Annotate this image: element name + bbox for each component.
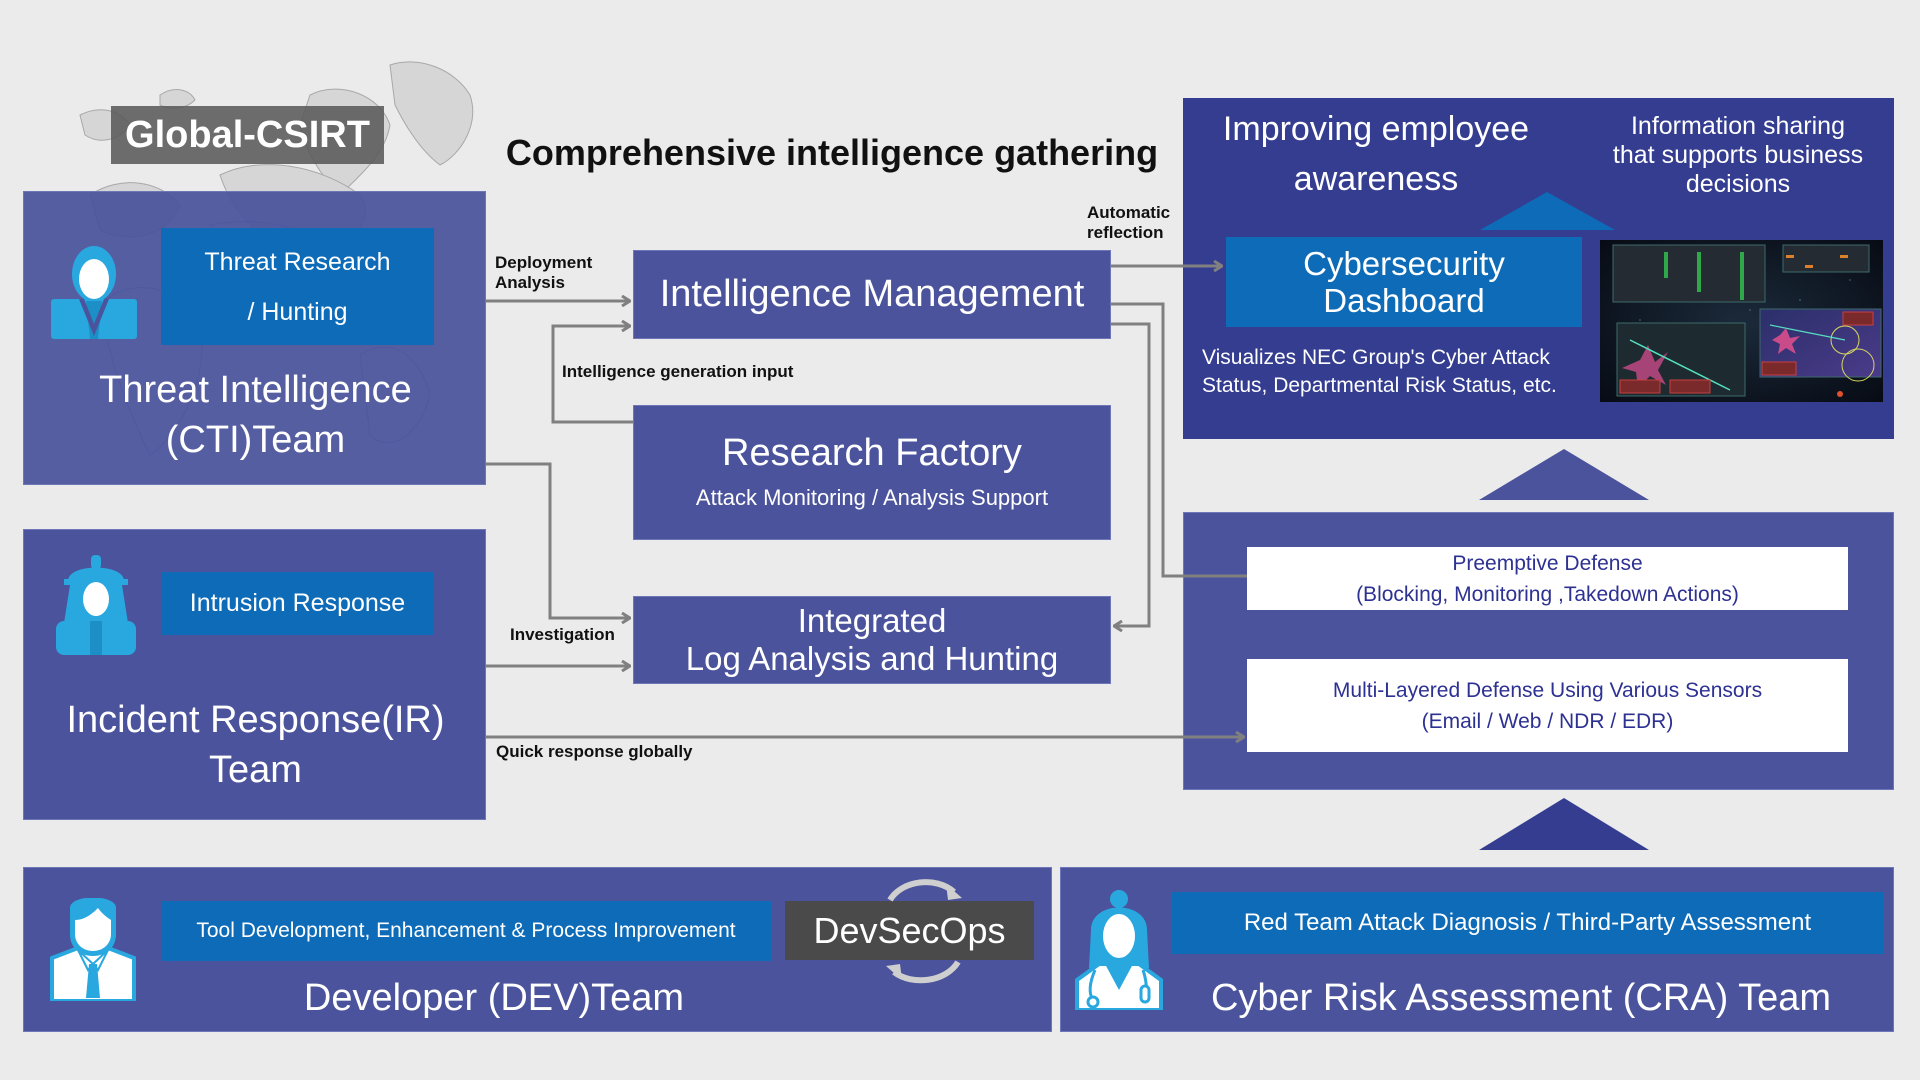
intelligence-management-text: Intelligence Management bbox=[659, 273, 1085, 315]
preemptive-line1: Preemptive Defense bbox=[1452, 551, 1643, 575]
cra-team-name: Cyber Risk Assessment (CRA) Team bbox=[1210, 977, 1832, 1019]
dashboard-desc-line1: Visualizes NEC Group's Cyber Attack bbox=[1202, 346, 1550, 369]
log-analysis-line2: Log Analysis and Hunting bbox=[685, 640, 1059, 677]
cti-team-name: Threat Intelligence (CTI)Team bbox=[24, 360, 487, 470]
ir-team-box: Intrusion Response Incident Response(IR)… bbox=[23, 529, 486, 820]
preemptive-line2: (Blocking, Monitoring ,Takedown Actions) bbox=[1356, 582, 1739, 606]
research-factory-subtitle: Attack Monitoring / Analysis Support bbox=[695, 484, 1049, 510]
intrusion-response-box: Intrusion Response bbox=[161, 572, 434, 635]
log-analysis-line1: Integrated bbox=[797, 602, 947, 639]
deployment-label-line1: Deployment bbox=[495, 253, 593, 272]
cti-team-box: Threat Research / Hunting Threat Intelli… bbox=[23, 191, 486, 485]
multilayer-defense-box: Multi-Layered Defense Using Various Sens… bbox=[1247, 659, 1848, 752]
analyst-person-icon bbox=[51, 246, 137, 339]
multilayer-line2: (Email / Web / NDR / EDR) bbox=[1421, 709, 1674, 733]
global-csirt-text: Global-CSIRT bbox=[125, 113, 370, 156]
dev-team-name: Developer (DEV)Team bbox=[303, 977, 685, 1019]
auto-label-line1: Automatic bbox=[1087, 203, 1171, 222]
tool-development-text: Tool Development, Enhancement & Process … bbox=[196, 919, 736, 942]
up-arrow-triangle-bottom-icon bbox=[1479, 798, 1649, 850]
dashboard-line1: Cybersecurity bbox=[1303, 245, 1505, 282]
preemptive-defense-box: Preemptive Defense (Blocking, Monitoring… bbox=[1247, 547, 1848, 610]
tool-development-box: Tool Development, Enhancement & Process … bbox=[161, 901, 771, 961]
devsecops-box: DevSecOps bbox=[785, 901, 1034, 960]
threat-research-text: Threat Research bbox=[204, 247, 391, 276]
deployment-analysis-label: Deployment Analysis bbox=[495, 253, 592, 293]
dashboard-panel: Improving employee awareness Information… bbox=[1183, 98, 1894, 439]
research-factory-title: Research Factory bbox=[722, 431, 1022, 474]
cycle-arrow-top-icon bbox=[887, 879, 962, 902]
dev-team-box: Tool Development, Enhancement & Process … bbox=[23, 867, 1052, 1032]
dashboard-line2: Dashboard bbox=[1323, 282, 1485, 319]
cycle-arrow-bottom-icon bbox=[886, 960, 961, 984]
arrow-im-to-log bbox=[1111, 322, 1151, 626]
investigation-label: Investigation bbox=[510, 625, 615, 644]
awareness-line2: awareness bbox=[1293, 160, 1459, 198]
dashboard-description: Visualizes NEC Group's Cyber Attack Stat… bbox=[1202, 344, 1602, 400]
developer-person-icon bbox=[50, 898, 136, 1001]
arrow-cti-to-log bbox=[486, 462, 630, 618]
sharing-heading: Information sharing that supports busine… bbox=[1588, 112, 1888, 198]
cti-team-name-line1: Threat Intelligence bbox=[99, 369, 412, 411]
cti-team-name-line2: (CTI)Team bbox=[165, 419, 346, 461]
ir-team-name-line2: Team bbox=[209, 749, 302, 791]
dashboard-screenshot-image bbox=[1600, 240, 1883, 402]
red-team-assessment-text: Red Team Attack Diagnosis / Third-Party … bbox=[1243, 909, 1812, 936]
log-analysis-box: Integrated Log Analysis and Hunting bbox=[633, 596, 1111, 684]
intel-input-label: Intelligence generation input bbox=[562, 362, 794, 381]
responder-helmet-icon bbox=[56, 555, 136, 655]
sharing-line2: that supports business bbox=[1612, 140, 1864, 169]
dashboard-desc-line2: Status, Departmental Risk Status, etc. bbox=[1202, 374, 1557, 397]
awareness-line1: Improving employee bbox=[1222, 110, 1530, 148]
global-csirt-label: Global-CSIRT bbox=[111, 106, 384, 164]
up-arrow-triangle-middle-icon bbox=[1479, 449, 1649, 500]
doctor-stethoscope-icon bbox=[1075, 890, 1163, 1010]
sharing-line3: decisions bbox=[1685, 169, 1791, 198]
hunting-text: / Hunting bbox=[247, 297, 348, 326]
red-team-assessment-box: Red Team Attack Diagnosis / Third-Party … bbox=[1172, 892, 1883, 954]
page-title: Comprehensive intelligence gathering bbox=[505, 132, 1159, 173]
up-arrow-triangle-icon bbox=[1480, 192, 1615, 230]
ir-team-name-line1: Incident Response(IR) bbox=[66, 699, 445, 741]
intelligence-management-box: Intelligence Management bbox=[633, 250, 1111, 339]
defense-panel: Preemptive Defense (Blocking, Monitoring… bbox=[1183, 512, 1894, 790]
cybersecurity-dashboard-box: Cybersecurity Dashboard bbox=[1226, 237, 1582, 327]
sharing-line1: Information sharing bbox=[1630, 111, 1845, 140]
devsecops-text: DevSecOps bbox=[813, 909, 1006, 951]
awareness-heading: Improving employee awareness bbox=[1203, 104, 1549, 204]
ir-team-name: Incident Response(IR) Team bbox=[24, 690, 487, 800]
automatic-reflection-label: Automatic reflection bbox=[1087, 203, 1170, 243]
quick-response-label: Quick response globally bbox=[496, 742, 693, 761]
cra-team-box: Red Team Attack Diagnosis / Third-Party … bbox=[1060, 867, 1894, 1032]
multilayer-line1: Multi-Layered Defense Using Various Sens… bbox=[1332, 678, 1763, 702]
deployment-label-line2: Analysis bbox=[495, 273, 565, 292]
research-factory-box: Research Factory Attack Monitoring / Ana… bbox=[633, 405, 1111, 540]
intrusion-response-text: Intrusion Response bbox=[189, 589, 406, 617]
auto-label-line2: reflection bbox=[1087, 223, 1164, 242]
threat-research-hunting-box: Threat Research / Hunting bbox=[161, 228, 434, 345]
